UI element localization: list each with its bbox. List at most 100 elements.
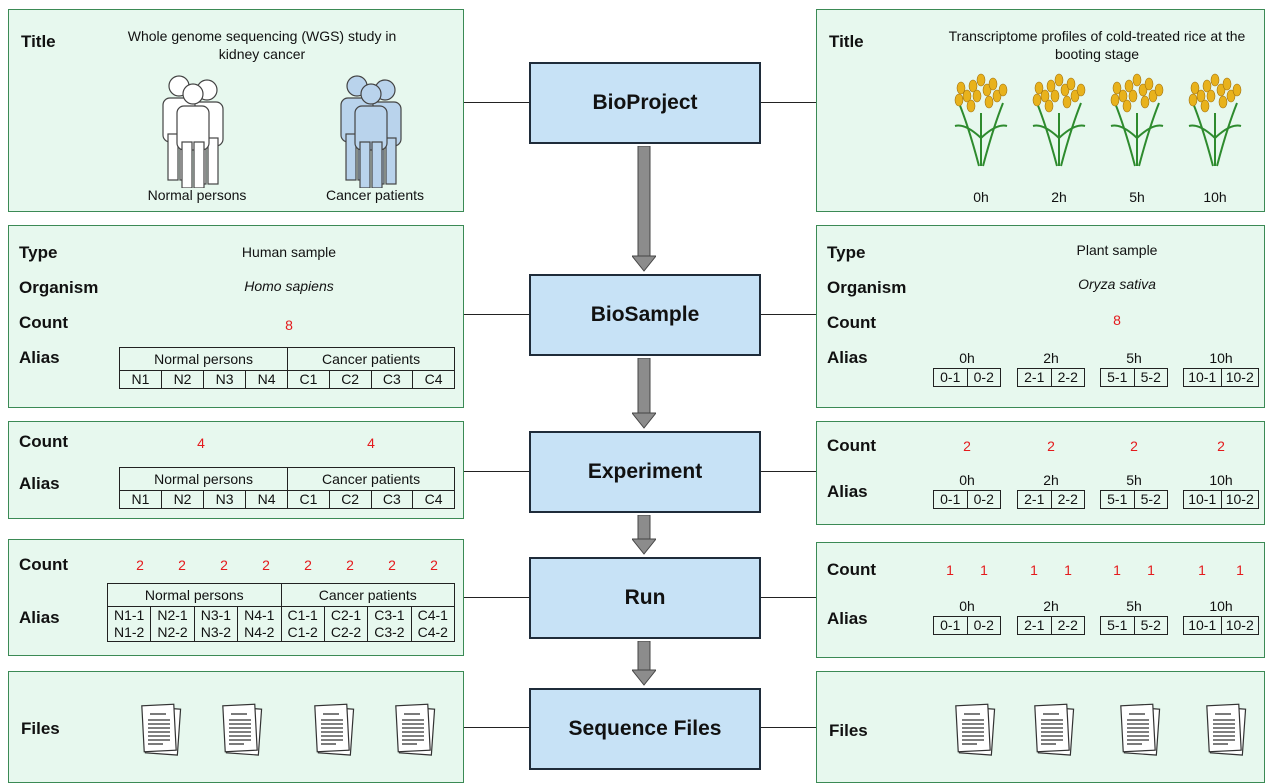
alias-cell: N1 (118, 490, 163, 509)
run-count: 1 (1236, 562, 1244, 578)
connector-line (464, 102, 529, 103)
run-count: 2 (220, 557, 228, 573)
alias-cell: 5-2 (1133, 616, 1168, 635)
rice-timepoint: 0h (943, 68, 1019, 208)
arrow-down-icon (632, 641, 656, 686)
alias-cell: 2-2 (1050, 616, 1085, 635)
alias-line: C4-2 (417, 624, 448, 640)
left-bioproject-panel: Title Whole genome sequencing (WGS) stud… (8, 9, 464, 212)
alias-cell: C3 (370, 370, 414, 389)
run-count: 2 (178, 557, 186, 573)
alias-cell: 5-2 (1133, 368, 1168, 387)
rice-plant-icon (1188, 73, 1242, 167)
alias-cell: 5-2 (1133, 490, 1168, 509)
group-header: 2h (1017, 596, 1085, 617)
run-box: Run (529, 557, 761, 639)
group-header: 0h (933, 470, 1001, 491)
alias-label: Alias (19, 348, 60, 367)
organism-name: Oryza sativa (1078, 276, 1156, 292)
right-bioproject-panel: Title Transcriptome profiles of cold-tre… (816, 9, 1265, 212)
document-icon (314, 703, 355, 756)
count-label: Count (19, 313, 69, 332)
alias-label: Alias (827, 482, 868, 501)
count-label: Count (19, 432, 69, 451)
alias-cell: 10-1 (1183, 616, 1222, 635)
organism-name: Homo sapiens (244, 278, 334, 294)
alias-cell: 0-1 (933, 616, 968, 635)
group-header: 2h (1017, 470, 1085, 491)
alias-cell: 2-2 (1050, 368, 1085, 387)
alias-line: C1-1 (287, 607, 318, 623)
alias-label: Alias (827, 348, 868, 367)
group-header: 2h (1017, 348, 1085, 369)
connector-line (761, 727, 816, 728)
bioproject-box: BioProject (529, 62, 761, 144)
alias-cell: C4 (412, 490, 455, 509)
alias-cell: N1 (118, 370, 163, 389)
run-count: 1 (1030, 562, 1038, 578)
files-label: Files (829, 721, 868, 740)
rice-timepoint: 2h (1021, 68, 1097, 208)
alias-cell: 10-1 (1183, 490, 1222, 509)
group-header: Normal persons (118, 347, 289, 371)
rice-plant-icon (1032, 73, 1086, 167)
alias-table: Normal persons Cancer patients N1 N2 N3 … (118, 467, 455, 509)
run-count: 1 (1147, 562, 1155, 578)
alias-cell: N4 (245, 370, 289, 389)
sequence-files-box: Sequence Files (529, 688, 761, 770)
timepoint-label: 5h (1129, 189, 1145, 205)
alias-cell: C2 (328, 370, 372, 389)
project-title: Whole genome sequencing (WGS) study in k… (127, 28, 397, 62)
alias-cell: N2 (161, 490, 205, 509)
project-title: Transcriptome profiles of cold-treated r… (948, 28, 1246, 62)
alias-cell: C4 (412, 370, 455, 389)
alias-line: C2-2 (330, 624, 362, 640)
timepoint-label: 10h (1203, 189, 1227, 205)
alias-cell: N4 (245, 490, 289, 509)
alias-cell: 0-2 (966, 368, 1001, 387)
connector-line (464, 471, 529, 472)
connector-line (464, 597, 529, 598)
people-group-icon (162, 75, 224, 188)
alias-cell: 10-2 (1220, 368, 1259, 387)
organism-label: Organism (19, 278, 99, 297)
alias-line: C1-2 (287, 624, 318, 640)
files-label: Files (21, 719, 60, 738)
sample-count: 8 (285, 317, 293, 333)
alias-line: N3-2 (200, 624, 232, 640)
alias-cell: 0-1 (933, 490, 968, 509)
alias-label: Alias (19, 608, 60, 627)
organism-label: Organism (827, 278, 907, 297)
rice-timepoint: 10h (1177, 68, 1253, 208)
document-icon (1120, 703, 1161, 756)
group-header: 5h (1100, 596, 1168, 617)
sample-type: Human sample (241, 244, 337, 260)
run-count: 2 (136, 557, 144, 573)
group-header: Normal persons (107, 583, 282, 607)
title-label: Title (21, 32, 56, 51)
rice-timepoint: 5h (1099, 68, 1175, 208)
alias-cell: C2 (328, 490, 372, 509)
run-count: 2 (430, 557, 438, 573)
alias-cell: 5-1 (1100, 368, 1135, 387)
alias-cell: 2-1 (1017, 616, 1052, 635)
cancer-patients-label: Cancer patients (325, 187, 425, 203)
count-label: Count (827, 436, 877, 455)
rice-plant-icon (1110, 73, 1164, 167)
alias-cell: C1 (287, 490, 330, 509)
experiment-count: 4 (197, 435, 205, 451)
connector-line (761, 314, 816, 315)
alias-cell: 10-2 (1220, 616, 1259, 635)
alias-cell: 0-1 (933, 368, 968, 387)
alias-cell: 2-1 (1017, 368, 1052, 387)
alias-line: C3-2 (374, 624, 405, 640)
